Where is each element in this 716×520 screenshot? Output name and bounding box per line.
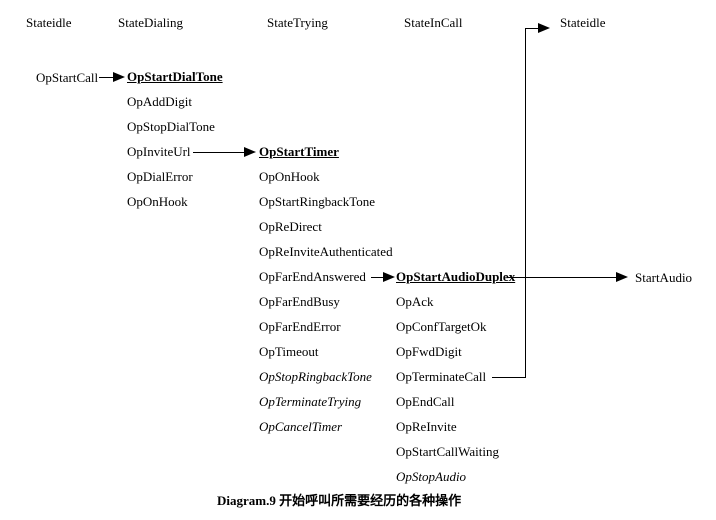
- op-far-end-error: OpFarEndError: [259, 319, 341, 334]
- state-header-dialing: StateDialing: [118, 15, 183, 30]
- terminate-call-connector-vertical: [525, 28, 526, 377]
- arrow-start-audio-line: [508, 277, 618, 278]
- arrow-invite-url-head-icon: [244, 147, 256, 157]
- op-start-timer: OpStartTimer: [259, 144, 339, 159]
- arrow-invite-url-line: [193, 152, 245, 153]
- op-on-hook: OpOnHook: [127, 194, 188, 209]
- op-add-digit: OpAddDigit: [127, 94, 192, 109]
- dialing-ops-list: OpStartDialTone OpAddDigit OpStopDialTon…: [127, 64, 223, 214]
- arrow-start-call-head-icon: [113, 72, 125, 82]
- op-fwd-digit: OpFwdDigit: [396, 344, 462, 359]
- op-timeout: OpTimeout: [259, 344, 319, 359]
- op-start-audio-duplex: OpStartAudioDuplex: [396, 269, 516, 284]
- op-dial-error: OpDialError: [127, 169, 193, 184]
- trying-ops-list: OpStartTimer OpOnHook OpStartRingbackTon…: [259, 139, 393, 439]
- diagram-caption: Diagram.9 开始呼叫所需要经历的各种操作: [217, 493, 462, 508]
- op-reinvite-authenticated: OpReInviteAuthenticated: [259, 244, 393, 259]
- op-redirect: OpReDirect: [259, 219, 322, 234]
- op-stop-dial-tone: OpStopDialTone: [127, 119, 215, 134]
- trigger-op-start-call: OpStartCall: [36, 70, 99, 85]
- op-terminate-trying: OpTerminateTrying: [259, 394, 362, 409]
- op-reinvite: OpReInvite: [396, 419, 457, 434]
- terminate-call-connector-bottom: [492, 377, 526, 378]
- state-header-incall: StateInCall: [404, 15, 463, 30]
- op-cancel-timer: OpCancelTimer: [259, 419, 343, 434]
- terminate-call-arrow-head-icon: [538, 23, 550, 33]
- state-header-idle-left: Stateidle: [26, 15, 72, 30]
- terminate-call-connector-top: [525, 28, 539, 29]
- op-conf-target-ok: OpConfTargetOk: [396, 319, 487, 334]
- op-on-hook: OpOnHook: [259, 169, 320, 184]
- incall-ops-list: OpStartAudioDuplex OpAck OpConfTargetOk …: [396, 264, 515, 489]
- result-start-audio: StartAudio: [635, 270, 693, 285]
- op-ack: OpAck: [396, 294, 434, 309]
- op-start-ringback-tone: OpStartRingbackTone: [259, 194, 376, 209]
- op-stop-ringback-tone: OpStopRingbackTone: [259, 369, 372, 384]
- op-invite-url: OpInviteUrl: [127, 144, 191, 159]
- state-header-trying: StateTrying: [267, 15, 328, 30]
- state-header-idle-right: Stateidle: [560, 15, 606, 30]
- op-terminate-call: OpTerminateCall: [396, 369, 487, 384]
- op-far-end-busy: OpFarEndBusy: [259, 294, 340, 309]
- arrow-far-end-answered-head-icon: [383, 272, 395, 282]
- op-far-end-answered: OpFarEndAnswered: [259, 269, 366, 284]
- op-start-call-waiting: OpStartCallWaiting: [396, 444, 499, 459]
- op-stop-audio: OpStopAudio: [396, 469, 467, 484]
- arrow-start-audio-head-icon: [616, 272, 628, 282]
- arrow-far-end-answered-line: [371, 277, 384, 278]
- op-end-call: OpEndCall: [396, 394, 455, 409]
- arrow-start-call-line: [99, 77, 114, 78]
- op-start-dial-tone: OpStartDialTone: [127, 69, 223, 84]
